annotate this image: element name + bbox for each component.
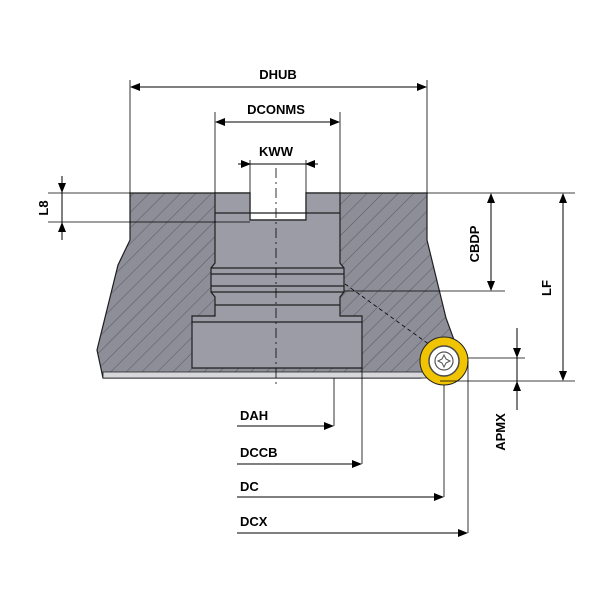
hidden-line	[344, 283, 431, 346]
dimension-lines	[58, 83, 567, 537]
label-lf: LF	[539, 280, 554, 296]
torx-screw-icon	[434, 351, 454, 371]
label-dhub: DHUB	[259, 67, 297, 82]
label-dc: DC	[240, 479, 259, 494]
label-cbdp: CBDP	[467, 225, 482, 262]
label-dccb: DCCB	[240, 445, 278, 460]
label-kww: KWW	[259, 144, 294, 159]
bore-details	[192, 212, 362, 323]
bottom-edge-plate	[102, 371, 441, 379]
insert	[419, 336, 469, 386]
label-dcx: DCX	[240, 514, 268, 529]
label-apmx: APMX	[493, 413, 508, 451]
label-dconms: DCONMS	[247, 102, 305, 117]
central-bore	[191, 192, 363, 369]
label-dah: DAH	[240, 408, 268, 423]
label-l8: L8	[36, 200, 51, 215]
